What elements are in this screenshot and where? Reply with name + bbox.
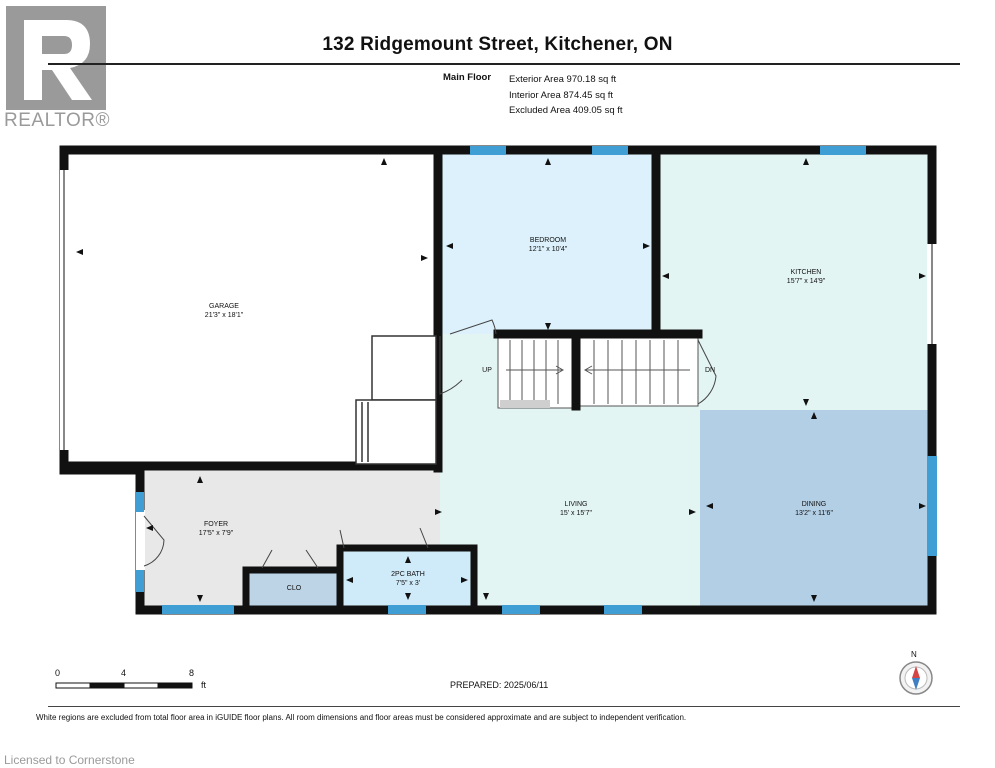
closet-fill [248,570,338,606]
room-kitchen: KITCHEN 15'7" x 14'9" [787,268,825,286]
license-text: Licensed to Cornerstone [4,753,135,767]
room-bath-dims: 7'5" x 3' [395,580,421,587]
room-foyer: FOYER 17'5" x 7'9" [199,520,234,538]
room-foyer-name: FOYER [203,521,229,528]
exterior-area: Exterior Area 970.18 sq ft [509,74,617,85]
windows [135,146,937,614]
staircase [497,335,699,409]
area-summary: Exterior Area 970.18 sq ft Interior Area… [509,72,623,119]
disclaimer-text: White regions are excluded from total fl… [36,713,687,722]
room-living-name: LIVING [564,501,588,508]
prepared-date: PREPARED: 2025/06/11 [450,680,549,690]
floor-label: Main Floor [443,72,492,83]
room-bath: 2PC BATH 7'5" x 3' [391,570,425,588]
realtor-logo-icon [6,6,106,110]
scale-tick-8: 8 [189,668,195,678]
door-swings [143,319,717,569]
compass-icon [899,661,933,695]
realtor-logo-text: REALTOR® [4,110,110,131]
dimension-arrows [76,158,926,602]
stairs-down-label: DN [704,367,716,374]
bath-walls [242,544,478,606]
room-bedroom-name: BEDROOM [529,237,567,244]
walls [59,145,937,615]
room-dining-dims: 13'2" x 11'6" [795,510,833,517]
scale-unit: ft [201,680,207,690]
stairs-up-label: UP [482,367,492,374]
bedroom-fill [440,152,656,334]
footer-divider [48,706,960,707]
room-bath-name: 2PC BATH [391,571,425,578]
scale-tick-4: 4 [121,668,127,678]
room-living: LIVING 15' x 15'7" [560,500,592,518]
room-closet: CLO [287,584,301,593]
garage-step [355,335,437,465]
room-living-dims: 15' x 15'7" [559,510,593,517]
room-garage-name: GARAGE [209,303,239,310]
room-foyer-dims: 17'5" x 7'9" [198,530,234,537]
interior-area: Interior Area 874.45 sq ft [509,89,614,101]
property-address-title: 132 Ridgemount Street, Kitchener, ON [322,34,673,55]
kitchen-fill [656,152,932,410]
room-bedroom-dims: 12'1" x 10'4" [528,246,568,253]
excluded-area: Excluded Area 409.05 sq ft [509,105,623,116]
title-divider [48,63,960,65]
room-dining-name: DINING [801,501,827,508]
room-kitchen-name: KITCHEN [790,269,822,276]
room-dining: DINING 13'2" x 11'6" [795,500,833,518]
scale-tick-0: 0 [55,668,61,678]
room-garage: GARAGE 21'3" x 18'1" [205,302,243,320]
room-garage-dims: 21'3" x 18'1" [204,312,244,319]
room-kitchen-dims: 15'7" x 14'9" [786,278,826,285]
dining-fill [700,410,932,606]
scale-bar-graphic [55,682,193,689]
room-closet-name: CLO [286,585,302,592]
compass-north-label: N [911,650,917,659]
room-bedroom: BEDROOM 12'1" x 10'4" [529,236,567,254]
